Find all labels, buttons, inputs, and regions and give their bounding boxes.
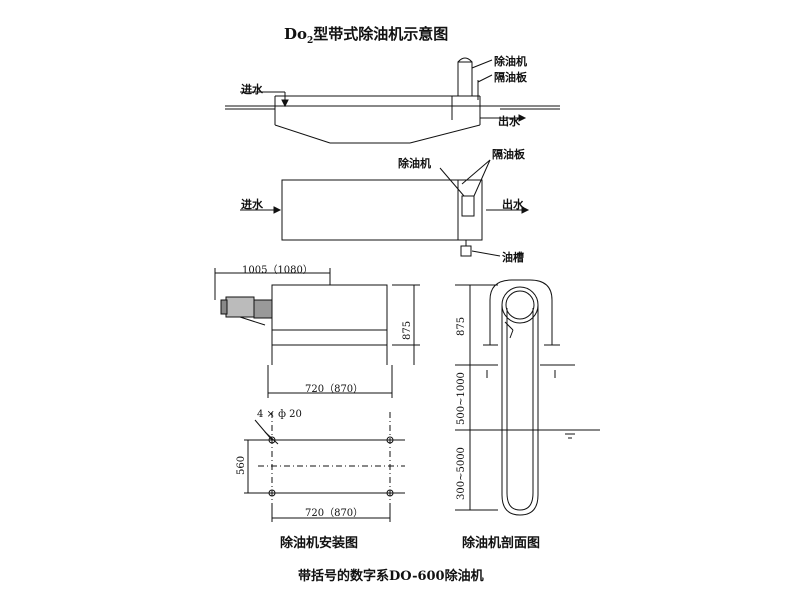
plan-inlet-label: 进水 [241, 198, 263, 211]
plan-baffle-label: 隔油板 [492, 148, 525, 161]
diagram-title: Do2型带式除油机示意图 [284, 25, 449, 46]
install-holes-dim: 4 × ф 20 [257, 409, 302, 420]
footnote: 带括号的数字系DO-600除油机 [298, 569, 484, 584]
install-caption: 除油机安装图 [280, 536, 359, 551]
elevation-inlet-label: 进水 [241, 83, 263, 96]
install-bottom-width-dim: 720（870） [305, 384, 364, 395]
elevation-baffle-label: 隔油板 [494, 71, 527, 84]
anchor-plan [244, 412, 405, 522]
install-spacing-y-dim: 560 [236, 455, 247, 475]
section-dim-300-5000: 300~5000 [456, 447, 467, 500]
plan-outlet-label: 出水 [502, 198, 524, 211]
section-caption: 除油机剖面图 [462, 536, 541, 551]
install-height-dim: 875 [402, 320, 413, 340]
elevation-skimmer-label: 除油机 [494, 55, 527, 68]
plan-view [240, 160, 528, 256]
elevation-outlet-label: 出水 [498, 115, 520, 128]
plan-skimmer-label: 除油机 [398, 157, 431, 170]
plan-oil-tank-label: 油槽 [502, 251, 524, 264]
section-dim-875: 875 [456, 316, 467, 336]
install-spacing-x-dim: 720（870） [305, 508, 364, 519]
section-dim-500-1000: 500~1000 [456, 372, 467, 425]
install-top-width-dim: 1005（1080） [242, 265, 313, 276]
install-front-view [215, 268, 420, 398]
elevation-view [225, 58, 560, 143]
section-view [455, 280, 600, 515]
